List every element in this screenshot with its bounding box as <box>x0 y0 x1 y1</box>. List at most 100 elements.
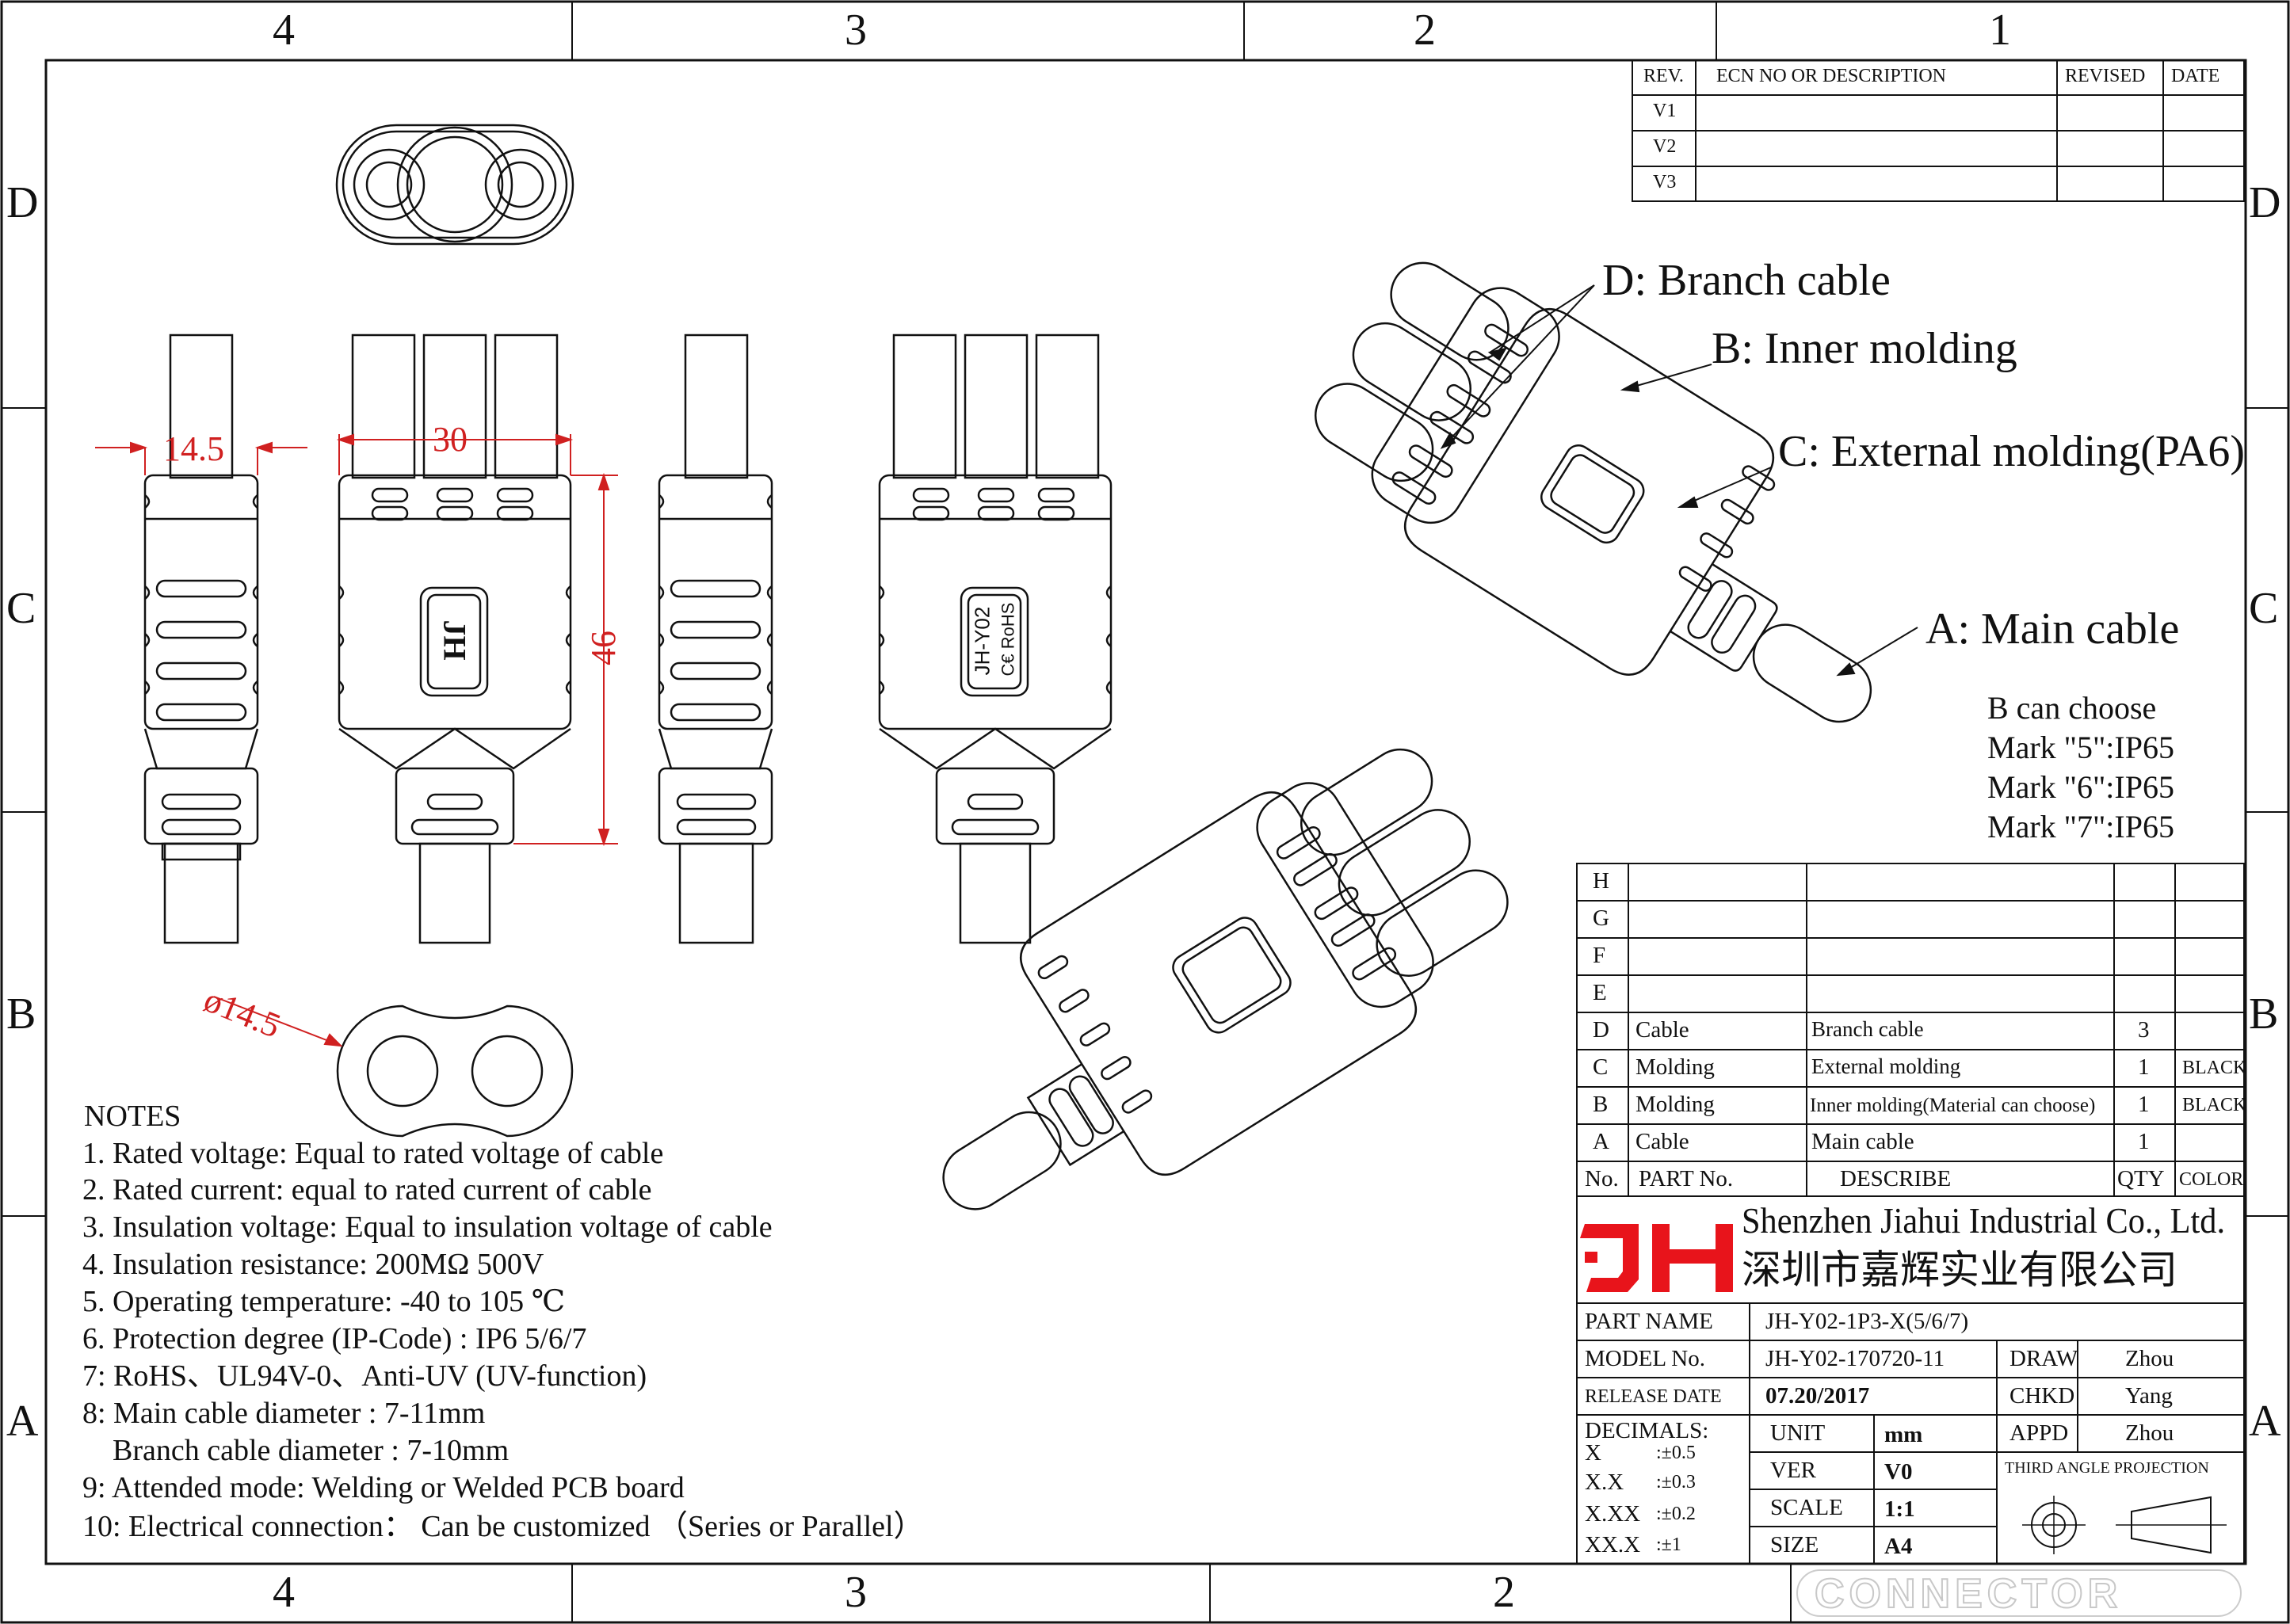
bom-row-F: F <box>1593 943 1606 968</box>
bom-row-G: G <box>1593 905 1609 931</box>
top-view <box>335 124 574 246</box>
title-block-lines <box>1576 1195 2245 1565</box>
release-label: RELEASE DATE <box>1585 1386 1722 1407</box>
bom-C-qty: 1 <box>2138 1054 2150 1080</box>
decimals-label: DECIMALS: <box>1585 1418 1709 1443</box>
release-value: 07.20/2017 <box>1765 1383 1870 1409</box>
unit-label: UNIT <box>1770 1420 1826 1446</box>
bom-table-lines <box>1576 863 2245 1197</box>
note-8b: Branch cable diameter : 7-10mm <box>82 1434 510 1467</box>
note-3: 3. Insulation voltage: Equal to insulati… <box>82 1210 773 1244</box>
decimals-xx-val: :±0.3 <box>1656 1472 1696 1492</box>
watermark-text: CONNECTOR <box>1814 1571 2123 1617</box>
ver-label: VER <box>1770 1458 1816 1483</box>
bom-B-no: B <box>1593 1092 1609 1117</box>
choose-note-1: Mark "5":IP65 <box>1987 730 2174 765</box>
bom-B-color: BLACK <box>2182 1095 2247 1115</box>
bom-D-part: Cable <box>1635 1017 1689 1043</box>
zone-bottom-3: 3 <box>845 1568 867 1617</box>
zone-left-D: D <box>6 178 39 227</box>
appd-value: Zhou <box>2125 1420 2174 1446</box>
bom-A-qty: 1 <box>2138 1129 2150 1154</box>
note-1: 1. Rated voltage: Equal to rated voltage… <box>82 1137 664 1170</box>
bom-C-part: Molding <box>1635 1054 1715 1080</box>
note-5: 5. Operating temperature: -40 to 105 ℃ <box>82 1285 566 1318</box>
draw-value: Zhou <box>2125 1346 2174 1371</box>
projection-label: THIRD ANGLE PROJECTION <box>2005 1459 2209 1477</box>
bom-B-desc: Inner molding(Material can choose) <box>1810 1095 2096 1116</box>
bom-header-qty: QTY <box>2117 1166 2165 1191</box>
choose-note-3: Mark "7":IP65 <box>1987 809 2174 844</box>
zone-right-C: C <box>2249 584 2279 633</box>
bom-D-qty: 3 <box>2138 1017 2150 1043</box>
model-value: JH-Y02-170720-11 <box>1765 1346 1945 1371</box>
rear-cert-mark: C€ RoHS <box>998 602 1018 677</box>
zone-bottom-4: 4 <box>273 1568 295 1617</box>
choose-note-0: B can choose <box>1987 690 2157 726</box>
bom-row-E: E <box>1593 980 1607 1005</box>
side-view-left <box>143 334 259 944</box>
note-7: 7: RoHS、UL94V-0、Anti-UV (UV-function) <box>82 1359 647 1393</box>
bom-row-H: H <box>1593 868 1609 894</box>
bom-D-no: D <box>1593 1017 1609 1043</box>
callout-leaders <box>1440 284 1918 677</box>
part-name-label: PART NAME <box>1585 1309 1713 1334</box>
note-4: 4. Insulation resistance: 200MΩ 500V <box>82 1248 544 1281</box>
zone-left-B: B <box>6 989 36 1039</box>
bom-A-desc: Main cable <box>1811 1129 1914 1154</box>
side-view-right <box>658 334 773 944</box>
notes-title: NOTES <box>84 1100 181 1133</box>
bom-header-desc: DESCRIBE <box>1840 1166 1952 1191</box>
draw-label: DRAW <box>2009 1346 2078 1371</box>
dimension-height: 46 <box>584 631 623 665</box>
rev-header-rev: REV. <box>1643 66 1684 86</box>
bom-C-no: C <box>1593 1054 1609 1080</box>
rear-model-mark: JH-Y02 <box>970 606 994 676</box>
decimals-xxx-val: :±0.2 <box>1656 1504 1696 1524</box>
zone-top-3: 3 <box>845 6 867 55</box>
unit-value: mm <box>1884 1422 1923 1447</box>
dimension-side-width: 14.5 <box>163 429 224 468</box>
isometric-view-lower <box>942 748 1509 1210</box>
bom-header-part: PART No. <box>1639 1166 1734 1191</box>
bom-B-part: Molding <box>1635 1092 1715 1117</box>
part-name-value: JH-Y02-1P3-X(5/6/7) <box>1765 1309 1969 1334</box>
rev-header-date: DATE <box>2171 66 2220 86</box>
zone-top-4: 4 <box>273 6 295 55</box>
chkd-value: Yang <box>2125 1383 2173 1409</box>
front-view <box>338 334 572 944</box>
zone-top-1: 1 <box>1989 6 2011 55</box>
front-logo-mark: JH <box>437 619 473 661</box>
chkd-label: CHKD <box>2009 1383 2075 1409</box>
choose-note-2: Mark "6":IP65 <box>1987 769 2174 805</box>
note-10: 10: Electrical connection： Can be custom… <box>82 1510 924 1543</box>
ver-value: V0 <box>1884 1459 1913 1485</box>
decimals-x-val: :±0.5 <box>1656 1443 1696 1463</box>
zone-top-2: 2 <box>1414 6 1436 55</box>
isometric-view-upper <box>1314 261 1872 723</box>
bom-B-qty: 1 <box>2138 1092 2150 1117</box>
scale-label: SCALE <box>1770 1495 1843 1520</box>
rev-row-v3: V3 <box>1653 172 1677 193</box>
bom-C-desc: External molding <box>1811 1054 1961 1078</box>
rev-row-v1: V1 <box>1653 101 1677 121</box>
note-2: 2. Rated current: equal to rated current… <box>82 1173 652 1207</box>
company-name-cn: 深圳市嘉辉实业有限公司 <box>1742 1247 2177 1293</box>
revision-table-lines <box>1632 59 2245 202</box>
watermark <box>1796 1569 2242 1617</box>
bom-A-no: A <box>1593 1129 1609 1154</box>
zone-left-A: A <box>6 1397 39 1446</box>
bom-A-part: Cable <box>1635 1129 1689 1154</box>
decimals-xx-key: X.X <box>1585 1470 1624 1495</box>
bom-header-no: No. <box>1585 1166 1619 1191</box>
rear-view <box>878 334 1113 944</box>
decimals-xxx1-val: :±1 <box>1656 1534 1681 1555</box>
callout-main-cable: A: Main cable <box>1926 604 2180 654</box>
bom-C-color: BLACK <box>2182 1058 2247 1078</box>
company-logo <box>1580 1224 1733 1292</box>
appd-label: APPD <box>2009 1420 2069 1446</box>
decimals-xxx1-key: XX.X <box>1585 1532 1641 1557</box>
rev-header-revised: REVISED <box>2065 66 2146 86</box>
